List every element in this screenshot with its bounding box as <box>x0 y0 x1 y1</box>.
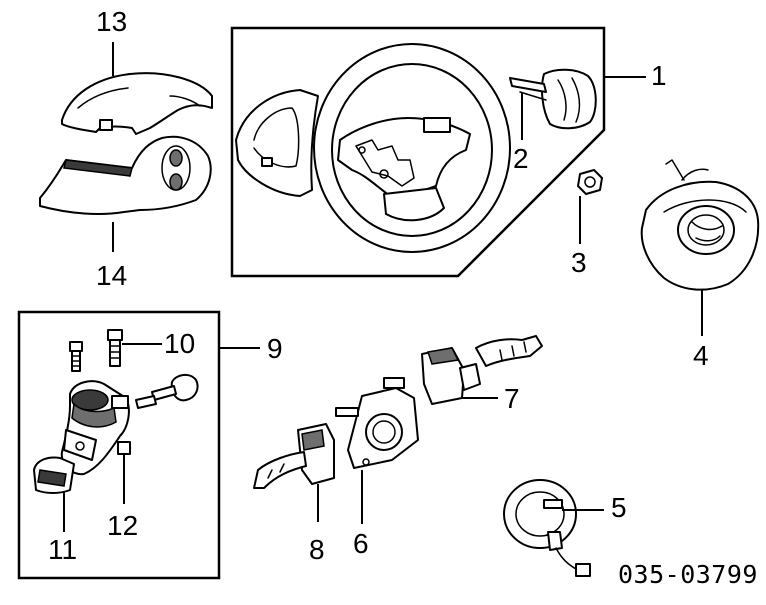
switch-bracket-6 <box>335 377 419 469</box>
callout-13: 13 <box>96 6 128 37</box>
callout-12: 12 <box>107 510 139 541</box>
steering-wheel-group-frame <box>230 26 606 278</box>
upper-column-cover-13 <box>61 72 213 135</box>
combination-switch-8 <box>253 423 335 489</box>
wiper-switch-7 <box>421 335 543 405</box>
callout-9: 9 <box>267 333 283 364</box>
spiral-cable-5 <box>503 479 591 577</box>
bolts-10 <box>69 329 123 372</box>
callout-8: 8 <box>309 534 325 565</box>
callout-3: 3 <box>571 247 587 278</box>
diagram-code: 035-03799 <box>618 560 758 589</box>
ignition-key <box>135 374 199 409</box>
callout-11: 11 <box>48 534 78 565</box>
lower-column-cover-14 <box>39 135 212 215</box>
pin-12 <box>117 441 131 455</box>
nut-3 <box>577 169 603 195</box>
horn-contact-2 <box>509 68 597 130</box>
callout-7: 7 <box>504 383 520 414</box>
leader-lines <box>63 42 703 532</box>
callout-10: 10 <box>164 328 196 359</box>
steering-wheel-left-shroud <box>235 89 319 197</box>
lock-cylinder-11 <box>33 456 75 494</box>
callout-4: 4 <box>693 340 709 371</box>
steering-wheel-1 <box>313 43 511 253</box>
ignition-lock-body <box>60 380 130 476</box>
callout-6: 6 <box>353 528 369 559</box>
airbag-module-4 <box>640 159 760 291</box>
callout-1: 1 <box>651 60 667 91</box>
ignition-lock-group-frame <box>17 310 221 580</box>
callout-14: 14 <box>96 260 128 291</box>
callout-2: 2 <box>513 143 529 174</box>
callout-5: 5 <box>611 492 627 523</box>
